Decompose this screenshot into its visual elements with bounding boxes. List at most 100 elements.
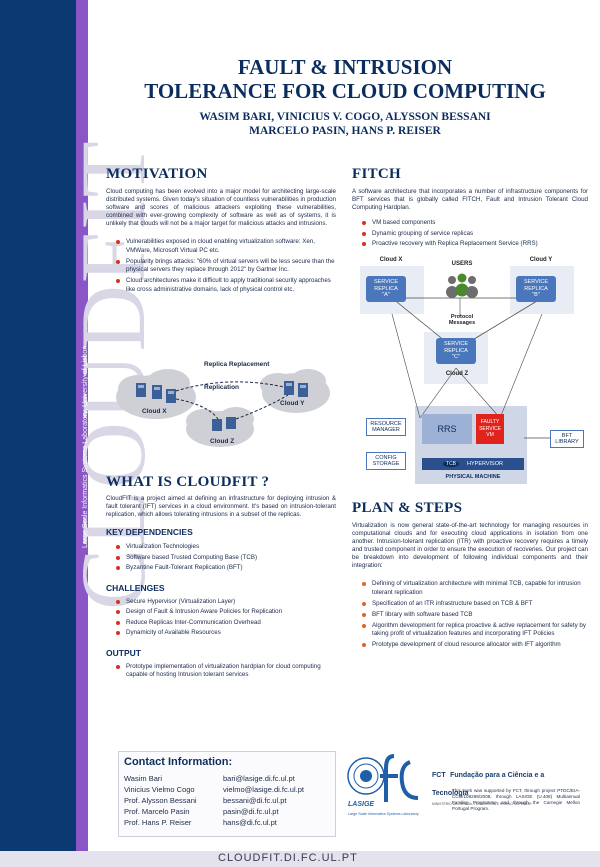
list-item: Virtualization Technologies: [106, 542, 336, 553]
contact-name: Prof. Hans P. Reiser: [124, 818, 192, 827]
list-item: Proactive recovery with Replica Replacem…: [352, 239, 588, 250]
step-bullet-icon: [362, 601, 366, 606]
motivation-text: Cloud computing has been evolved into a …: [106, 188, 336, 227]
list-item: Dynamic grouping of service replicas: [352, 229, 588, 240]
cloud-y-label: Cloud Y: [280, 400, 305, 407]
user-icon: [457, 273, 467, 283]
list-item: Software based Trusted Computing Base (T…: [106, 553, 336, 564]
contact-email-link[interactable]: pasin@di.fc.ul.pt: [223, 807, 279, 816]
lasige-logo: LASIGE Large Scale Informatics Systems L…: [347, 754, 419, 816]
what-section: WHAT IS CLOUDFIT ? CloudFIT is a project…: [106, 474, 336, 682]
hypervisor-bar: TCB HYPERVISOR: [422, 458, 524, 470]
list-item: Secure Hypervisor (Virtualization Layer): [106, 597, 336, 608]
cloud-y-label: Cloud Y: [529, 256, 553, 263]
side-band: [0, 0, 76, 851]
contact-name: Prof. Alysson Bessani: [124, 796, 197, 805]
fitch-section: FITCH A software architecture that incor…: [352, 166, 588, 250]
list-item: Prototype development of cloud resource …: [352, 641, 588, 650]
users-label: USERS: [451, 260, 473, 267]
contact-email-link[interactable]: bessani@di.fc.ul.pt: [223, 796, 287, 805]
fitch-bullets: VM based components Dynamic grouping of …: [352, 218, 588, 250]
poster-title: FAULT & INTRUSION TOLERANCE FOR CLOUD CO…: [100, 55, 590, 103]
step-bullet-icon: [362, 623, 366, 628]
title-line-2: TOLERANCE FOR CLOUD COMPUTING: [144, 79, 546, 103]
bullet-icon: [116, 279, 120, 283]
list-item: BFT library with software based TCB: [352, 611, 588, 620]
bullet-icon: [116, 240, 120, 244]
step-bullet-icon: [362, 612, 366, 617]
bullet-icon: [362, 231, 366, 236]
contact-name: Vinicius Vielmo Cogo: [124, 785, 195, 794]
server-icons: [136, 381, 308, 431]
bullet-icon: [116, 620, 120, 625]
challenges-list: Secure Hypervisor (Virtualization Layer)…: [106, 597, 336, 639]
cloud-z-label: Cloud Z: [210, 438, 234, 445]
step-bullet-icon: [362, 582, 366, 586]
physical-machine-label: PHYSICAL MACHINE: [445, 473, 501, 480]
what-text: CloudFIT is a project aimed at defining …: [106, 495, 336, 518]
cloud-x-label: Cloud X: [379, 256, 403, 263]
challenges-heading: CHALLENGES: [106, 582, 165, 593]
plan-heading: PLAN & STEPS: [352, 500, 463, 516]
bullet-icon: [116, 545, 120, 549]
bullet-icon: [116, 259, 120, 264]
list-item: Cloud architectures make it difficult to…: [106, 277, 336, 294]
fct-abbr: FCT: [432, 772, 446, 779]
bullet-icon: [116, 664, 120, 669]
output-heading: OUTPUT: [106, 647, 141, 658]
bullet-icon: [116, 566, 120, 570]
replication-label: Replication: [204, 384, 239, 391]
footer-url-link[interactable]: CLOUDFIT.DI.FC.UL.PT: [218, 852, 358, 864]
what-heading: WHAT IS CLOUDFIT ?: [106, 474, 270, 490]
bullet-icon: [116, 631, 120, 635]
cloud-z-label: Cloud Z: [445, 370, 469, 377]
list-item: VM based components: [352, 218, 588, 229]
fct-logo: FCT Fundação para a Ciência e a Tecnolog…: [432, 764, 582, 806]
replication-arrow: [175, 381, 285, 392]
plan-text: Virtualization is now general state-of-t…: [352, 522, 588, 569]
motivation-heading: MOTIVATION: [106, 166, 208, 182]
contact-email-link[interactable]: bari@lasige.di.fc.ul.pt: [223, 774, 295, 783]
user-icon: [468, 276, 476, 284]
key-dependencies-heading: KEY DEPENDENCIES: [106, 527, 193, 537]
tcb-badge: TCB: [443, 460, 460, 468]
contact-email-link[interactable]: hans@di.fc.ul.pt: [223, 818, 277, 827]
bullet-icon: [362, 221, 366, 225]
contact-email-link[interactable]: vielmo@lasige.di.fc.ul.pt: [223, 785, 304, 794]
user-icon: [448, 276, 456, 284]
authors-line-2: MARCELO PASIN, HANS P. REISER: [249, 125, 441, 137]
list-item: Reduce Replicas Inter-Communication Over…: [106, 618, 336, 629]
bullet-icon: [362, 242, 366, 246]
poster-authors: WASIM BARI, VINICIUS V. COGO, ALYSSON BE…: [100, 110, 590, 138]
contact-name: Wasim Bari: [124, 774, 163, 783]
side-band-stripe: [76, 0, 88, 851]
key-dependencies-list: Virtualization Technologies Software bas…: [106, 542, 336, 574]
lab-vertical-caption: Large Scale Informatics Systems Laborato…: [82, 345, 89, 548]
replica-replacement-label: Replica Replacement: [204, 361, 270, 368]
footer-bar: CLOUDFIT.DI.FC.UL.PT: [0, 851, 600, 867]
list-item: Popularity brings attacks: "60% of virtu…: [106, 258, 336, 275]
fitch-heading: FITCH: [352, 166, 402, 182]
funding-note: This work was supported by FCT, through …: [452, 788, 580, 811]
output-list: Prototype implementation of virtualizati…: [106, 663, 336, 680]
lasige-caption: Large Scale Informatics Systems Laborato…: [348, 812, 419, 816]
contact-box: Contact Information: Wasim Bari bari@las…: [118, 751, 336, 837]
fitch-text: A software architecture that incorporate…: [352, 188, 588, 211]
lasige-wordmark: LASIGE: [348, 801, 374, 808]
plan-section: PLAN & STEPS Virtualization is now gener…: [352, 500, 588, 652]
bullet-icon: [116, 555, 120, 560]
list-item: Defining of virtualization architecture …: [352, 580, 588, 597]
motivation-section: MOTIVATION Cloud computing has been evol…: [106, 166, 336, 297]
list-item: Design of Fault & Intrusion Aware Polici…: [106, 607, 336, 618]
contact-heading: Contact Information:: [124, 756, 233, 768]
contact-name: Prof. Marcelo Pasin: [124, 807, 190, 816]
replication-cloud-diagram: Replica Replacement Replication Cloud X …: [116, 361, 330, 447]
